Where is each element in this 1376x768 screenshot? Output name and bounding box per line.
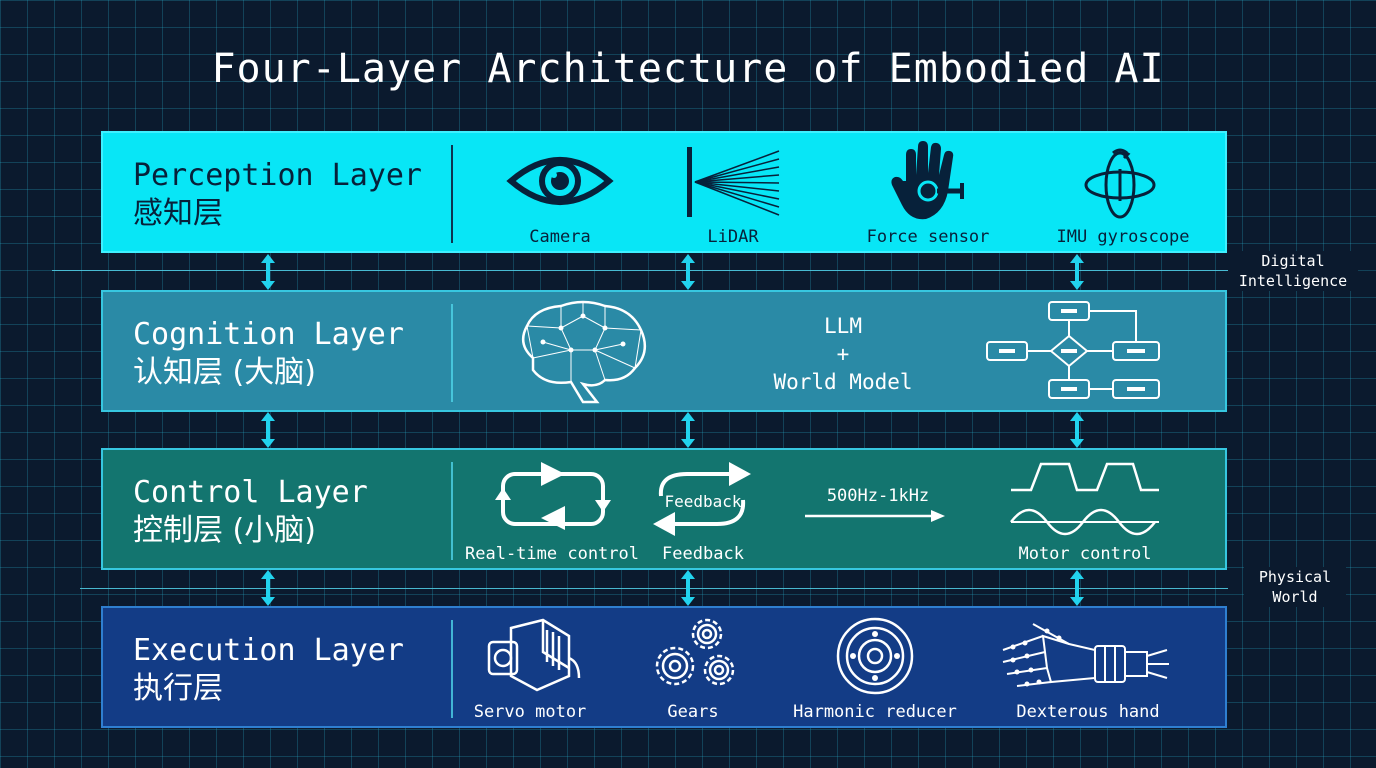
execution-layer-name-zh: 执行层: [133, 671, 223, 706]
gyroscope-icon: [1084, 148, 1156, 219]
double-arrow-icon: [261, 412, 275, 448]
cognition-layer-name-zh: 认知层 (大脑): [133, 355, 316, 390]
feedback-inner-label: Feedback: [664, 492, 742, 511]
dexterous-hand-icon: [1002, 623, 1169, 687]
real-time-control-label: Real-time control: [465, 544, 639, 564]
execution-divider: [451, 620, 453, 718]
hand-sensor-icon: [891, 141, 964, 220]
double-arrow-icon: [681, 570, 695, 606]
lidar-label: LiDAR: [707, 227, 759, 247]
page-title: Four-Layer Architecture of Embodied AI: [211, 46, 1165, 92]
digital-label-line2: Intelligence: [1238, 272, 1348, 290]
perception-divider: [451, 145, 453, 243]
flowchart-icon: [986, 301, 1160, 399]
control-layer-name-en: Control Layer: [133, 475, 368, 510]
feedback-label: Feedback: [662, 544, 744, 564]
servo-motor-label: Servo motor: [473, 702, 587, 722]
physical-world-label: Physical World: [1244, 567, 1346, 607]
physical-label-line1: Physical: [1258, 568, 1332, 586]
double-arrow-icon: [1070, 412, 1084, 448]
cognition-layer: Cognition Layer 认知层 (大脑) LLM + World Mod…: [101, 290, 1227, 412]
execution-layer-name-en: Execution Layer: [133, 633, 404, 668]
brain-icon: [521, 300, 647, 404]
perception-layer-title: Perception Layer 感知层: [133, 157, 422, 233]
physical-boundary-line: [80, 588, 1228, 589]
cognition-divider: [451, 304, 453, 402]
force-sensor-label: Force sensor: [866, 227, 990, 247]
cognition-layer-name-en: Cognition Layer: [133, 317, 404, 352]
servo-motor-icon: [487, 618, 581, 692]
control-layer-title: Control Layer 控制层 (小脑): [133, 474, 368, 550]
feedback-arrows-icon: [653, 462, 751, 536]
harmonic-reducer-icon: [836, 617, 914, 695]
double-arrow-icon: [681, 412, 695, 448]
plus-label: +: [836, 342, 850, 366]
imu-gyroscope-label: IMU gyroscope: [1056, 227, 1190, 247]
double-arrow-icon: [1070, 570, 1084, 606]
double-arrow-icon: [1070, 254, 1084, 290]
eye-icon: [506, 157, 614, 205]
execution-layer: Execution Layer 执行层 Servo motor Gears: [101, 606, 1227, 728]
double-arrow-icon: [681, 254, 695, 290]
double-arrow-icon: [261, 570, 275, 606]
world-model-label: World Model: [773, 370, 913, 394]
llm-world-model: LLM + World Model: [743, 312, 943, 396]
frequency-arrow-icon: [805, 510, 945, 522]
loop-icon: [495, 462, 611, 530]
perception-layer: Perception Layer 感知层 Camera LiDAR Force …: [101, 131, 1227, 253]
physical-label-line2: World: [1272, 588, 1318, 606]
lidar-icon: [687, 147, 780, 217]
digital-boundary-line: [52, 270, 1228, 271]
camera-label: Camera: [529, 227, 591, 247]
motor-waveform-icon: [1010, 462, 1159, 536]
control-layer-name-zh: 控制层 (小脑): [133, 513, 316, 548]
control-layer: Control Layer 控制层 (小脑) Real-time control…: [101, 448, 1227, 570]
harmonic-reducer-label: Harmonic reducer: [793, 702, 957, 722]
control-divider: [451, 462, 453, 560]
perception-layer-name-zh: 感知层: [133, 196, 223, 231]
double-arrow-icon: [261, 254, 275, 290]
digital-label-line1: Digital: [1261, 252, 1325, 270]
cognition-layer-title: Cognition Layer 认知层 (大脑): [133, 316, 404, 392]
perception-layer-name-en: Perception Layer: [133, 158, 422, 193]
execution-layer-title: Execution Layer 执行层: [133, 632, 404, 708]
gears-icon: [655, 618, 735, 686]
llm-label: LLM: [824, 314, 862, 338]
dexterous-hand-label: Dexterous hand: [1016, 702, 1160, 722]
motor-control-label: Motor control: [1018, 544, 1152, 564]
frequency-label: 500Hz-1kHz: [826, 486, 930, 506]
gears-label: Gears: [667, 702, 719, 722]
digital-intelligence-label: Digital Intelligence: [1228, 251, 1358, 291]
